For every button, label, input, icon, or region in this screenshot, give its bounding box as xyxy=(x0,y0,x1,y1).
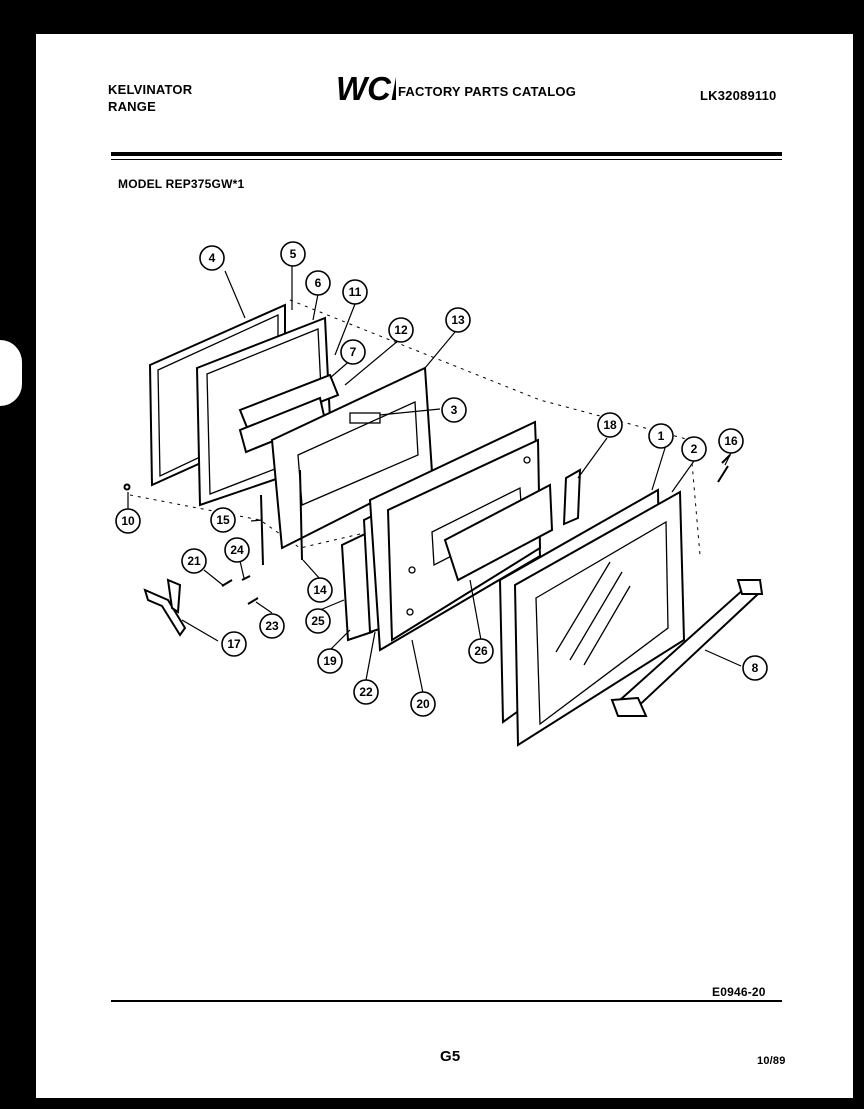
screw-part-10 xyxy=(123,483,131,491)
outer-door-frame-part xyxy=(498,488,686,747)
svg-text:17: 17 xyxy=(227,637,241,651)
svg-text:2: 2 xyxy=(691,442,698,456)
svg-text:14: 14 xyxy=(313,583,327,597)
callout-22: 22 xyxy=(353,679,379,705)
callout-3: 3 xyxy=(441,397,467,423)
svg-text:3: 3 xyxy=(451,403,458,417)
callout-11: 11 xyxy=(342,279,368,305)
svg-text:4: 4 xyxy=(209,251,216,265)
door-glass-part xyxy=(443,483,554,582)
callout-26: 26 xyxy=(468,638,494,664)
drawing-code: E0946-20 xyxy=(712,985,766,999)
svg-text:26: 26 xyxy=(474,644,488,658)
model-number: MODEL REP375GW*1 xyxy=(118,177,245,191)
door-handle-part xyxy=(610,579,764,717)
callout-23: 23 xyxy=(259,613,285,639)
callout-8: 8 xyxy=(742,655,768,681)
callout-5: 5 xyxy=(280,241,306,267)
svg-text:20: 20 xyxy=(416,697,430,711)
page-code: G5 xyxy=(440,1048,461,1065)
svg-text:10: 10 xyxy=(121,514,135,528)
hinge-arm-part xyxy=(166,578,182,614)
svg-text:25: 25 xyxy=(311,614,325,628)
product-type: RANGE xyxy=(108,99,156,114)
svg-text:5: 5 xyxy=(290,247,297,261)
svg-text:22: 22 xyxy=(359,685,373,699)
callout-18: 18 xyxy=(597,412,623,438)
svg-text:13: 13 xyxy=(451,313,465,327)
svg-text:23: 23 xyxy=(265,619,279,633)
revision-date: 10/89 xyxy=(757,1055,786,1067)
footer-rule xyxy=(111,1000,782,1002)
svg-text:7: 7 xyxy=(350,345,357,359)
brand-name: KELVINATOR xyxy=(108,82,193,97)
callout-19: 19 xyxy=(317,648,343,674)
wci-logo: WCI xyxy=(334,70,401,110)
svg-text:19: 19 xyxy=(323,654,337,668)
svg-text:15: 15 xyxy=(216,513,230,527)
callout-15: 15 xyxy=(210,507,236,533)
svg-text:11: 11 xyxy=(349,285,362,299)
assembly-axis-line xyxy=(129,494,421,549)
catalog-number: LK32089110 xyxy=(700,88,777,103)
hinge-strip-part-2 xyxy=(299,469,303,561)
header-rule-thick xyxy=(111,152,782,156)
binder-clip xyxy=(0,340,22,406)
callout-1: 1 xyxy=(648,423,674,449)
screw-part-23 xyxy=(247,597,259,605)
screw-part-24 xyxy=(241,575,251,581)
callout-7: 7 xyxy=(340,339,366,365)
callout-16: 16 xyxy=(718,428,744,454)
callout-17: 17 xyxy=(221,631,247,657)
callout-21: 21 xyxy=(181,548,207,574)
callout-10: 10 xyxy=(115,508,141,534)
callout-13: 13 xyxy=(445,307,471,333)
svg-text:1: 1 xyxy=(658,429,665,443)
clip-part xyxy=(562,468,582,526)
svg-text:21: 21 xyxy=(187,554,201,568)
svg-text:12: 12 xyxy=(394,323,408,337)
callout-4: 4 xyxy=(199,245,225,271)
callout-12: 12 xyxy=(388,317,414,343)
callout-24: 24 xyxy=(224,537,250,563)
catalog-title: FACTORY PARTS CATALOG xyxy=(398,84,577,99)
svg-text:16: 16 xyxy=(724,434,738,448)
callout-14: 14 xyxy=(307,577,333,603)
svg-text:24: 24 xyxy=(230,543,244,557)
logo-text: WCI xyxy=(336,71,396,105)
header-rule-thin xyxy=(111,159,782,160)
callout-6: 6 xyxy=(305,270,331,296)
svg-text:18: 18 xyxy=(603,418,617,432)
callout-25: 25 xyxy=(305,608,331,634)
hinge-strip-part xyxy=(260,494,264,566)
callout-2: 2 xyxy=(681,436,707,462)
callout-20: 20 xyxy=(410,691,436,717)
hinge-part xyxy=(143,588,187,637)
svg-text:8: 8 xyxy=(752,661,759,675)
svg-text:6: 6 xyxy=(315,276,322,290)
